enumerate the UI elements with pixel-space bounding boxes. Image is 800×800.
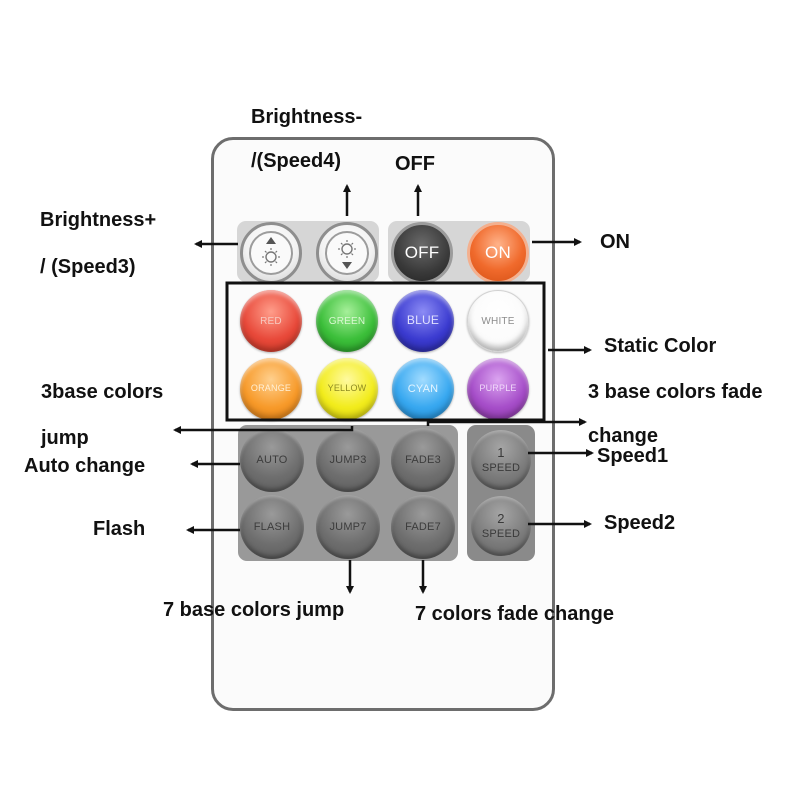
brightness-up-icon bbox=[249, 231, 293, 275]
blue-button[interactable]: BLUE bbox=[392, 290, 454, 352]
three-base-jump-label-2: jump bbox=[41, 427, 89, 449]
seven-fade-label: 7 colors fade change bbox=[415, 603, 614, 625]
speed2-number: 2 bbox=[497, 511, 505, 527]
red-button[interactable]: RED bbox=[240, 290, 302, 352]
cyan-button[interactable]: CYAN bbox=[392, 358, 454, 420]
speed1-number: 1 bbox=[497, 445, 505, 461]
yellow-button[interactable]: YELLOW bbox=[316, 358, 378, 420]
orange-button[interactable]: ORANGE bbox=[240, 358, 302, 420]
jump3-button[interactable]: JUMP3 bbox=[316, 428, 380, 492]
off-button[interactable]: OFF bbox=[391, 222, 453, 284]
purple-button[interactable]: PURPLE bbox=[467, 358, 529, 420]
brightness-down-icon bbox=[325, 231, 369, 275]
fade3-button[interactable]: FADE3 bbox=[391, 428, 455, 492]
seven-jump-label: 7 base colors jump bbox=[163, 599, 345, 621]
green-button[interactable]: GREEN bbox=[316, 290, 378, 352]
three-base-fade-label-2: change bbox=[588, 425, 659, 447]
brightness-up-button[interactable] bbox=[240, 222, 302, 284]
static-color-label: Static Color bbox=[604, 335, 717, 357]
brightness-plus-label: Brightness+ bbox=[40, 209, 157, 231]
brightness-minus-label: Brightness- bbox=[251, 106, 363, 128]
on-label: ON bbox=[600, 231, 630, 253]
speed2-button[interactable]: 2 SPEED bbox=[471, 496, 531, 556]
white-button[interactable]: WHITE bbox=[467, 290, 529, 352]
flash-button[interactable]: FLASH bbox=[240, 495, 304, 559]
jump7-button[interactable]: JUMP7 bbox=[316, 495, 380, 559]
speed3-label: / (Speed3) bbox=[40, 256, 136, 278]
flash-label: Flash bbox=[93, 518, 146, 540]
speed2-label: Speed2 bbox=[604, 512, 676, 534]
speed1-word: SPEED bbox=[481, 461, 521, 474]
auto-change-label: Auto change bbox=[24, 455, 146, 477]
brightness-down-button[interactable] bbox=[316, 222, 378, 284]
speed2-word: SPEED bbox=[481, 527, 521, 540]
speed1-button[interactable]: 1 SPEED bbox=[471, 430, 531, 490]
auto-button[interactable]: AUTO bbox=[240, 428, 304, 492]
three-base-jump-label-1: 3base colors bbox=[41, 381, 164, 403]
speed4-label: /(Speed4) bbox=[251, 150, 342, 172]
off-label: OFF bbox=[395, 153, 435, 175]
three-base-fade-label-1: 3 base colors fade bbox=[588, 381, 763, 403]
speed1-label: Speed1 bbox=[597, 445, 669, 467]
on-button[interactable]: ON bbox=[467, 222, 529, 284]
fade7-button[interactable]: FADE7 bbox=[391, 495, 455, 559]
